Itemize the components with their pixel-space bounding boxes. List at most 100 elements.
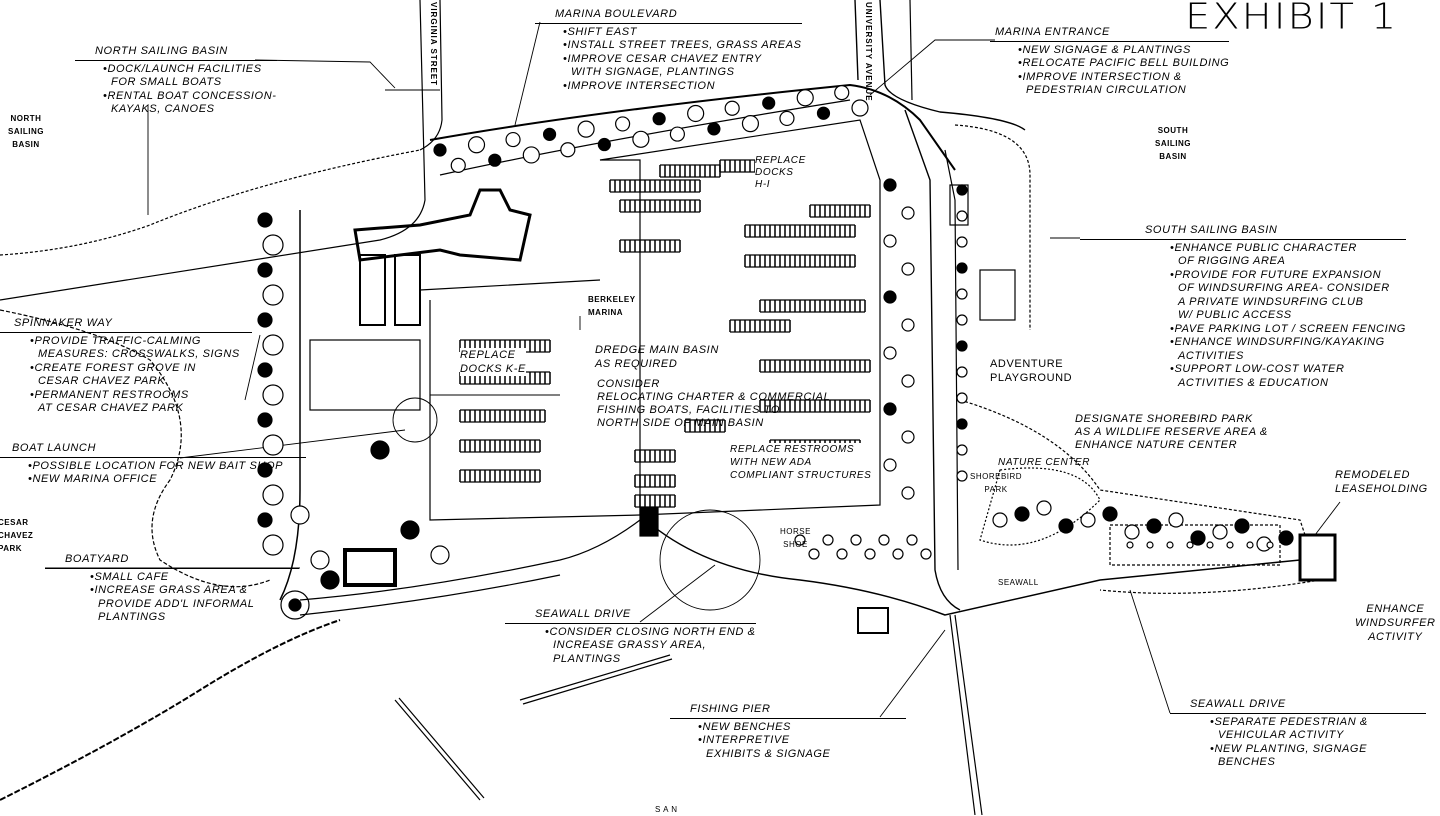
tree-icon (901, 374, 915, 388)
note-item: Improve Cesar Chavez entry with signage,… (563, 53, 802, 80)
tree-icon (687, 104, 705, 123)
tree-icon (707, 122, 721, 136)
note-item: Permanent restrooms at Cesar Chavez Park (30, 389, 252, 416)
tree-icon (1168, 512, 1184, 528)
tree-icon (901, 486, 915, 500)
tree-icon (1278, 530, 1294, 546)
tree-icon (1190, 530, 1206, 546)
tree-icon (669, 126, 685, 142)
horseshoe-label: HORSE SHOE (780, 527, 811, 549)
note-title: South Sailing Basin (1080, 224, 1406, 240)
dock (759, 299, 866, 312)
tree-icon (577, 120, 595, 138)
tree-icon (883, 234, 897, 248)
dredge-annotation: Dredge main basin as required (595, 344, 719, 370)
tree-icon (1080, 512, 1096, 528)
tree-icon (956, 392, 968, 404)
note-item: Support low-cost water activities & educ… (1170, 363, 1406, 390)
tree-icon (956, 470, 968, 482)
tree-icon (836, 548, 848, 560)
tree-icon (1266, 541, 1274, 549)
fishing-pier (949, 614, 983, 815)
tree-icon (883, 346, 897, 360)
note-title: Spinnaker Way (0, 317, 253, 333)
dock (744, 225, 856, 238)
dock (459, 409, 546, 422)
shorebird-reserve-annotation: Designate shorebird park as a wildlife r… (1075, 413, 1268, 451)
north-shoreline (0, 149, 421, 256)
dock (459, 440, 541, 453)
tree-icon (433, 143, 447, 157)
note-title: Marina Boulevard (535, 8, 802, 24)
relocate-charter-annotation: Consider relocating charter & commercial… (597, 378, 831, 429)
dock (809, 205, 871, 218)
tree-icon (901, 262, 915, 276)
tree-icon (522, 146, 540, 164)
tree-icon (956, 288, 968, 300)
tree-icon (262, 234, 284, 256)
note-title: Seawall Drive (1170, 698, 1426, 714)
tree-icon (992, 512, 1008, 528)
tree-icon (956, 210, 968, 222)
tree-icon (1146, 541, 1154, 549)
remodeled-leaseholding-annotation: Remodeled leaseholding (1335, 469, 1428, 495)
virginia-street-label: VIRGINIA STREET (429, 2, 438, 87)
tree-icon (262, 534, 284, 556)
tree-icon (615, 116, 631, 132)
note-boatyard: Boatyard Small cafeIncrease grass area &… (45, 553, 299, 625)
note-item: Dock/Launch facilities for small boats (103, 63, 277, 90)
tree-icon (1212, 524, 1228, 540)
note-item: Improve intersection (563, 80, 802, 94)
dock (684, 420, 726, 433)
note-title: Fishing Pier (670, 703, 906, 719)
tree-icon (1036, 500, 1052, 516)
tree-icon (878, 534, 890, 546)
note-item: Consider closing north end & increase gr… (545, 626, 756, 667)
tree-icon (310, 550, 330, 570)
south-sailing-basin-label: SOUTH SAILING BASIN (1155, 126, 1191, 161)
note-item: Create forest grove in Cesar Chavez Park (30, 362, 252, 389)
tree-icon (920, 548, 932, 560)
note-item: Interpretive exhibits & signage (698, 734, 906, 761)
tree-icon (257, 362, 273, 378)
seawall-label: SEAWALL (998, 578, 1039, 587)
tree-icon (1014, 506, 1030, 522)
note-boat-launch: Boat Launch Possible location for new ba… (0, 442, 307, 487)
dock (659, 165, 721, 178)
tree-icon (762, 96, 776, 110)
tree-icon (262, 284, 284, 306)
note-fishing-pier: Fishing Pier New benchesInterpretive exh… (670, 703, 906, 761)
tree-icon (262, 334, 284, 356)
tree-icon (883, 458, 897, 472)
tree-icon (850, 534, 862, 546)
tree-icon (370, 440, 390, 460)
note-item: Pave parking lot / screen fencing (1170, 323, 1406, 337)
note-title: Seawall Drive (505, 608, 756, 624)
tree-icon (883, 402, 897, 416)
note-item: Relocate Pacific Bell building (1018, 57, 1229, 71)
tree-icon (901, 318, 915, 332)
central-road (904, 109, 961, 611)
note-title: Marina Entrance (990, 26, 1230, 42)
note-item: Shift east (563, 26, 802, 40)
tree-icon (956, 262, 968, 274)
tree-icon (1166, 541, 1174, 549)
tree-icon (560, 142, 576, 158)
note-item: Rental boat concession- kayaks, canoes (103, 90, 277, 117)
tree-icon (956, 314, 968, 326)
tree-icon (901, 430, 915, 444)
note-item: Increase grass area & provide add'l info… (90, 584, 299, 625)
note-item: New marina office (28, 473, 306, 487)
tree-icon (400, 520, 420, 540)
bottom-text: S A N (655, 805, 678, 814)
tree-icon (290, 505, 310, 525)
note-item: Separate pedestrian & vehicular activity (1210, 716, 1426, 743)
nature-center-label: Nature center (998, 457, 1091, 468)
note-item: Enhance windsurfing/kayaking activities (1170, 336, 1406, 363)
tree-icon (450, 157, 466, 173)
dock (729, 320, 791, 333)
university-avenue-road (854, 0, 1026, 131)
note-item: New benches (698, 721, 906, 735)
tree-icon (597, 137, 611, 152)
tree-icon (822, 534, 834, 546)
